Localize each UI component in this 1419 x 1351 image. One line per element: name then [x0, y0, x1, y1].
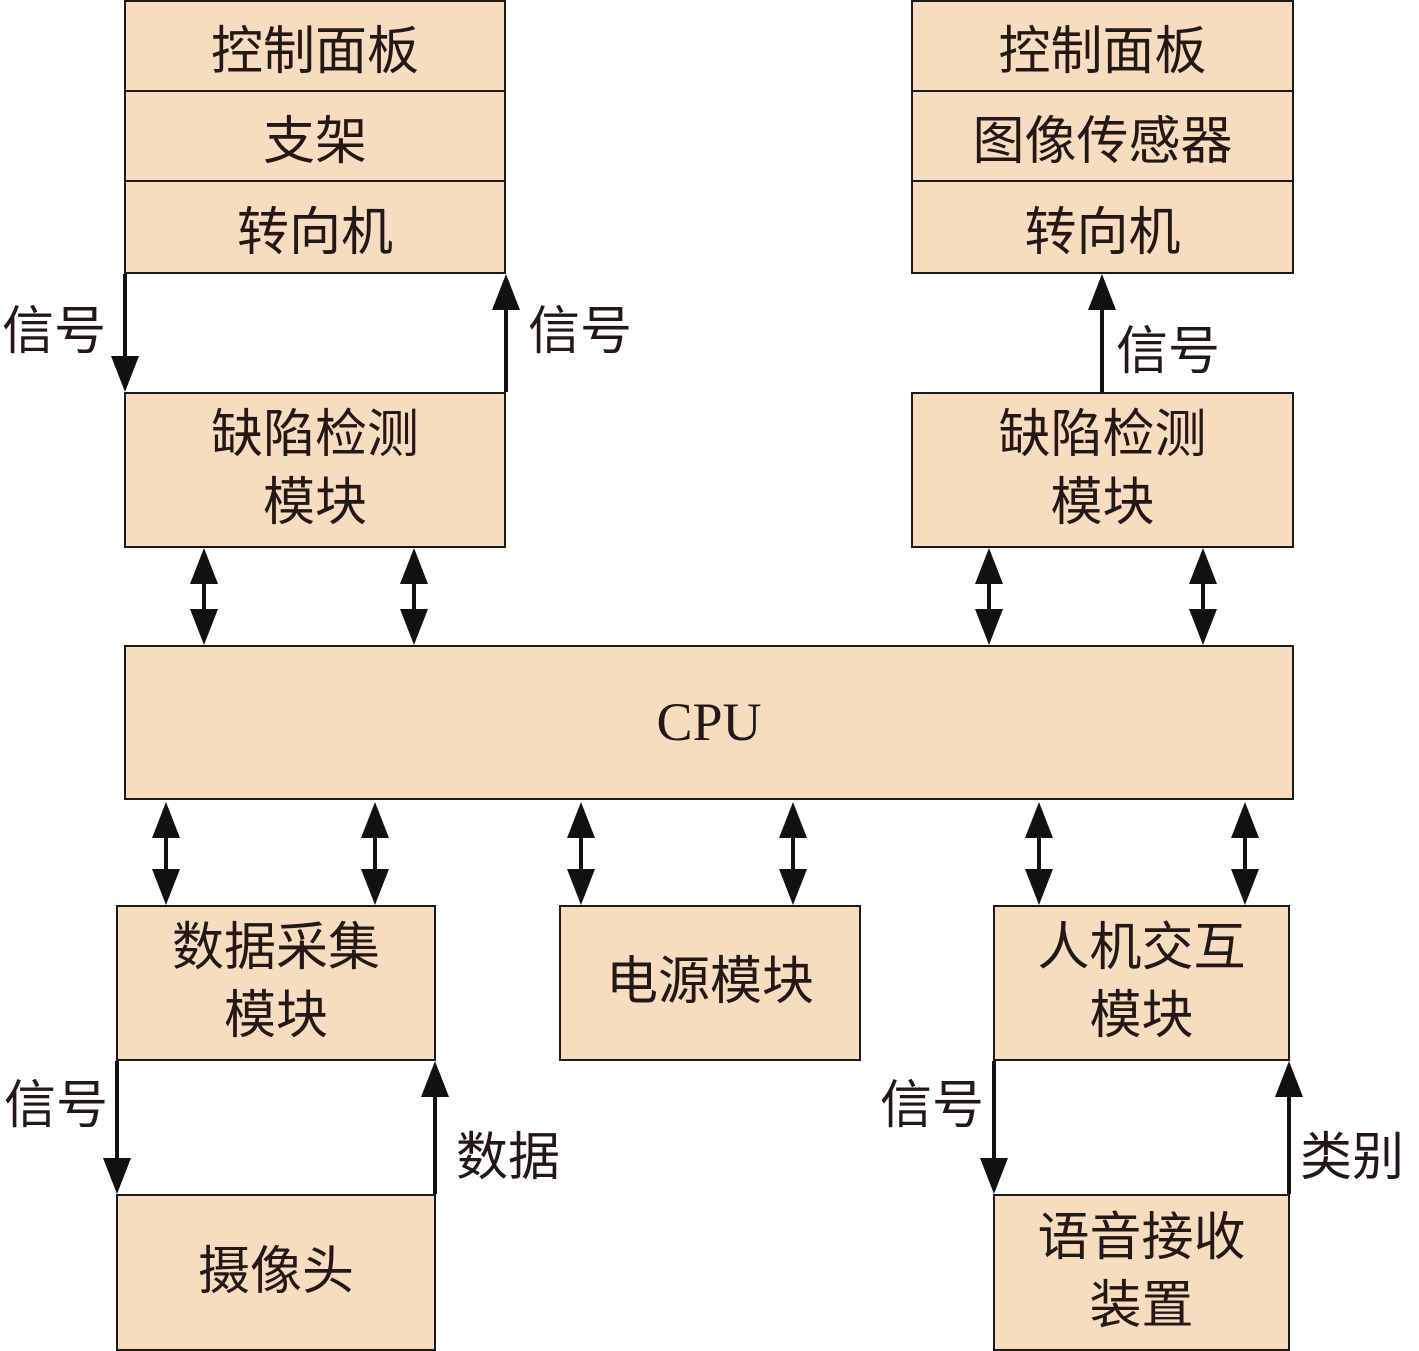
arrow-cpu-hci-2-head-up: [1231, 802, 1259, 838]
hci-line1: 人机交互: [1037, 918, 1246, 979]
arrow-left-signal-up-head: [492, 274, 520, 310]
arrow-cpu-power-1-head-up: [567, 802, 595, 838]
defect-right-line1: 缺陷检测: [998, 405, 1207, 466]
camera: 摄像头: [116, 1194, 436, 1351]
steering-gear-right: 转向机: [1024, 202, 1181, 263]
steering-gear-left: 转向机: [236, 202, 393, 263]
bracket: 支架: [126, 92, 504, 182]
cpu-block: CPU: [124, 645, 1294, 800]
arrow-defect-left-cpu-1-head-up: [190, 548, 218, 584]
arrow-defect-left-cpu-1-head-down: [190, 609, 218, 645]
arrow-cpu-acq-1-head-up: [152, 802, 180, 838]
cpu-label: CPU: [656, 692, 762, 753]
power-module: 电源模块: [559, 905, 861, 1061]
arrow-cpu-acq-2-head-up: [361, 802, 389, 838]
voice-line1: 语音接收: [1037, 1207, 1246, 1268]
arrow-hci-category-head: [1275, 1061, 1303, 1097]
top-right-stack: 控制面板 图像传感器 转向机: [911, 0, 1294, 274]
defect-detection-module-right: 缺陷检测 模块: [911, 392, 1294, 548]
defect-detection-module-left: 缺陷检测 模块: [124, 392, 506, 548]
arrow-defect-right-cpu-1-head-up: [975, 548, 1003, 584]
control-panel-right: 控制面板: [913, 2, 1292, 92]
data-acq-line2: 模块: [223, 986, 328, 1046]
arrow-cpu-hci-1-head-down: [1025, 869, 1053, 905]
arrow-cpu-power-1-head-down: [567, 869, 595, 905]
arrow-defect-left-cpu-2-head-down: [400, 609, 428, 645]
arrow-cpu-acq-1-head-down: [152, 869, 180, 905]
top-left-stack: 控制面板 支架 转向机: [124, 0, 506, 274]
arrow-right-signal-up-head: [1088, 274, 1116, 310]
voice-line2: 装置: [1089, 1275, 1194, 1336]
arrow-cpu-acq-2-head-down: [361, 869, 389, 905]
defect-left-line1: 缺陷检测: [210, 405, 419, 466]
arrow-defect-right-cpu-1-head-down: [975, 609, 1003, 645]
arrow-left-signal-down-head: [111, 356, 139, 392]
arrow-hci-signal-head: [980, 1158, 1008, 1194]
camera-label: 摄像头: [197, 1241, 354, 1302]
hci-line2: 模块: [1089, 986, 1194, 1046]
arrow-cpu-power-2-head-down: [779, 869, 807, 905]
label-hci-category: 类别: [1300, 1128, 1405, 1188]
data-acq-line1: 数据采集: [171, 918, 380, 979]
hci-module: 人机交互 模块: [993, 905, 1290, 1061]
data-acquisition-module: 数据采集 模块: [116, 905, 436, 1061]
arrow-acq-data-head: [421, 1061, 449, 1097]
arrow-defect-right-cpu-2-head-up: [1189, 548, 1217, 584]
voice-receiver: 语音接收 装置: [993, 1194, 1290, 1351]
label-left-signal-up: 信号: [528, 302, 633, 362]
arrow-defect-right-cpu-2-head-down: [1189, 609, 1217, 645]
power-label: 电源模块: [605, 952, 814, 1013]
label-left-signal-down: 信号: [2, 302, 107, 362]
defect-left-line2: 模块: [262, 473, 367, 533]
arrow-cpu-power-2-head-up: [779, 802, 807, 838]
control-panel-left: 控制面板: [126, 2, 504, 92]
defect-right-line2: 模块: [1050, 473, 1155, 533]
label-hci-signal: 信号: [880, 1076, 985, 1136]
label-right-signal-up: 信号: [1116, 322, 1221, 382]
image-sensor: 图像传感器: [913, 92, 1292, 182]
arrow-acq-signal-head: [103, 1158, 131, 1194]
arrow-cpu-hci-1-head-up: [1025, 802, 1053, 838]
label-acq-data: 数据: [456, 1128, 561, 1188]
arrow-cpu-hci-2-head-down: [1231, 869, 1259, 905]
label-acq-signal: 信号: [4, 1076, 109, 1136]
arrow-defect-left-cpu-2-head-up: [400, 548, 428, 584]
